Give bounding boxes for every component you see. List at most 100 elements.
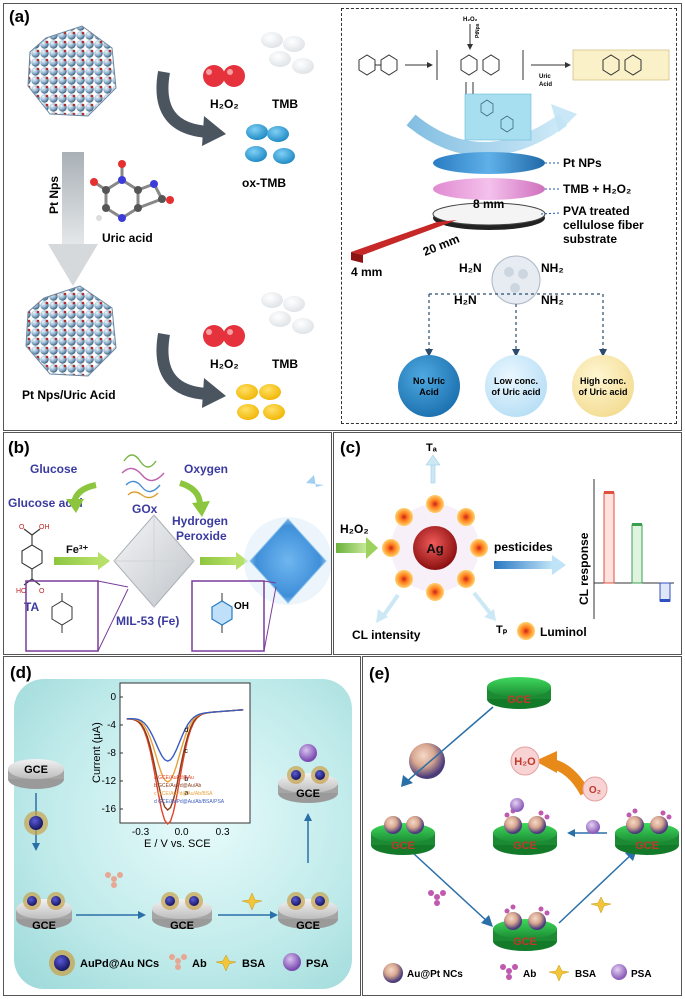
tmb-h2o2-disc-label: TMB + H₂O₂ (563, 182, 631, 196)
peroxide-label: Peroxide (176, 529, 227, 543)
tmb-structure (358, 54, 398, 76)
amine-functionalized-nanoparticle (491, 255, 541, 305)
panel-e: (e) GCE H₂O O₂ (362, 656, 682, 996)
pt-nanoparticle-cluster-bottom (25, 285, 117, 377)
inset-curve-label: a (184, 790, 188, 797)
gce-electrode-2: GCE (16, 892, 72, 932)
inset-curve-label: c (184, 748, 188, 755)
hydroxylated-linker-zoom-box (191, 580, 265, 652)
gox-enzyme-icon (121, 454, 165, 499)
ab-step-icon-e (428, 890, 446, 906)
gce-label-3: GCE (170, 920, 194, 932)
h2o2-molecule-bottom (203, 325, 245, 347)
high-conc-circle (572, 355, 634, 417)
cl-intensity-label: CL intensity (352, 628, 421, 642)
panel-c: (c) Tₐ Tₚ CL intensity H₂O₂ (333, 432, 682, 655)
dim-8mm-label: 8 mm (473, 197, 504, 211)
gce-green-middle: GCE (493, 798, 557, 855)
inset-ytick-label: -8 (107, 748, 116, 759)
bsa-step-icon (241, 892, 263, 911)
pt-nps-disc-label: Pt NPs (563, 156, 602, 170)
gce-green-left: GCE (371, 816, 435, 855)
tmb-ovals-bottom (261, 292, 314, 334)
svg-text:HO: HO (16, 588, 27, 595)
ag-luminol-cluster (382, 495, 488, 601)
ag-core (413, 526, 457, 570)
sensor-stem (351, 220, 457, 255)
low-conc-circle (485, 355, 547, 417)
legend-bsa-icon (215, 954, 237, 972)
legend-psa-icon-e (611, 964, 627, 980)
big-curved-arrow (406, 114, 568, 156)
gce-green-bottom: GCE (493, 904, 557, 951)
svg-text:OH: OH (39, 524, 50, 531)
glucose-label: Glucose (30, 462, 78, 476)
high-conc-label-1: High conc. (580, 376, 626, 386)
legend-aupd-label: AuPd@Au NCs (80, 958, 159, 970)
no-uric-acid-circle (398, 355, 460, 417)
inset-ytick-label: -4 (107, 720, 116, 731)
o2-bubble (582, 776, 608, 802)
curved-arrow-top (156, 70, 210, 138)
gce-label-1: GCE (24, 764, 48, 776)
uric-acid-molecule (90, 160, 174, 222)
panel-d-label: (d) (10, 663, 32, 682)
ta-molecule (21, 528, 43, 586)
panel-e-graphic: (e) GCE H₂O O₂ (369, 664, 679, 983)
dim-20mm-label: 20 mm (421, 232, 462, 259)
gce-label-2: GCE (32, 920, 56, 932)
ox-tmb-ovals (245, 124, 295, 164)
svg-text:O: O (19, 524, 25, 531)
pt-nps-uric-label: Pt Nps/Uric Acid (22, 388, 116, 402)
legend-ab-label: Ab (192, 958, 207, 970)
substrate-disc (432, 202, 546, 226)
gox-label: GOx (132, 502, 158, 516)
nh2-label-bottom-right: NH₂ (541, 293, 564, 307)
h2o-label: H₂O (514, 756, 536, 768)
bar-red (603, 492, 615, 584)
low-conc-label-2: of Uric acid (491, 387, 540, 397)
uric-arrow-label-2: Acid (539, 82, 552, 88)
legend-aupd-icon (49, 950, 75, 976)
gce-label-bottom: GCE (513, 936, 537, 948)
bsa-step-icon-e (590, 896, 612, 914)
bar-blue (659, 582, 671, 602)
gce-label-middle: GCE (513, 840, 537, 852)
inset-curve-label: b (184, 776, 188, 783)
luminol-ring (382, 495, 488, 601)
no-uric-label-1: No Uric (413, 376, 445, 386)
svg-text:O: O (39, 588, 45, 595)
luminol-legend-icon (517, 622, 535, 640)
luminol-legend-label: Luminol (540, 625, 587, 639)
legend-psa-label: PSA (306, 958, 329, 970)
inset-ytick-label: -12 (102, 776, 117, 787)
tmb-radical-structure (436, 50, 524, 80)
panel-b: (b) Glucose Oxygen Glucose acid GOx Hydr… (3, 432, 332, 655)
gce-electrode-4: GCE (278, 892, 338, 932)
high-conc-label-2: of Uric acid (578, 387, 627, 397)
glucose-acid-label: Glucose acid (8, 496, 83, 510)
green-curve-right (179, 480, 203, 506)
oh-label: OH (234, 601, 249, 612)
legend-aupt-icon (383, 963, 403, 983)
tp-label: Tₚ (496, 624, 508, 636)
panel-b-graphic: (b) Glucose Oxygen Glucose acid GOx Hydr… (8, 438, 331, 652)
aupd-nc-icon-step (24, 811, 48, 835)
h2o-bubble (510, 746, 540, 776)
nh2-label-top-right: NH₂ (541, 261, 564, 275)
gce-label-5: GCE (296, 788, 320, 800)
ta-label: Tₐ (426, 442, 438, 454)
fe3-label: Fe³⁺ (66, 544, 89, 556)
h2o2-label-top: H₂O₂ (210, 97, 239, 111)
inset-ylabel: Current (μA) (91, 722, 103, 783)
inset-xtick-label: 0.0 (175, 827, 189, 838)
no-uric-label-2: Acid (419, 387, 439, 397)
inset-ytick-label: -16 (102, 804, 117, 815)
uric-arrow-label-1: Uric (539, 74, 551, 80)
pva-label-1: PVA treated (563, 204, 630, 218)
gce-label-left: GCE (391, 840, 415, 852)
ta-linker-zoom-box (25, 580, 99, 652)
legend-ab-icon (169, 954, 187, 970)
panel-b-label: (b) (8, 438, 30, 457)
tmb-h2o2-disc (433, 178, 545, 200)
